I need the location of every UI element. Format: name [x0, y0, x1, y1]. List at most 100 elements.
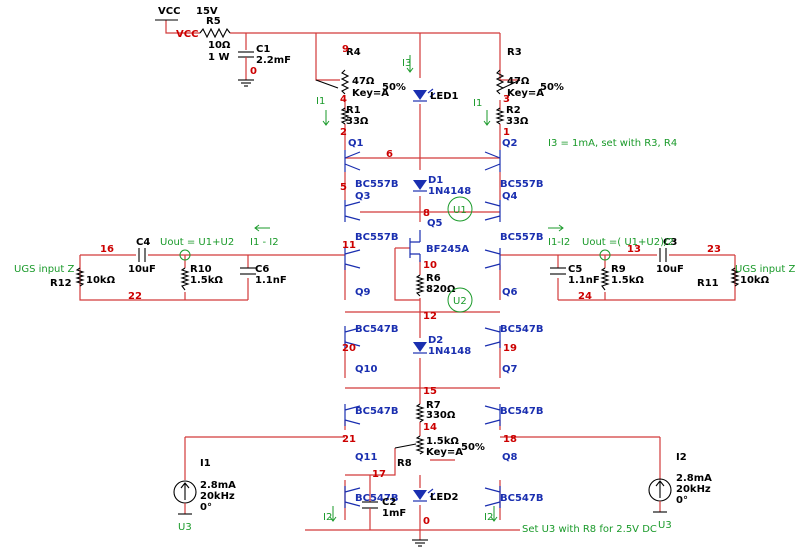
c2-value: 1mF: [382, 508, 406, 519]
potentiometer-r4: R4 47Ω Key=A 50%: [315, 47, 406, 99]
q5-name: Q5: [427, 218, 443, 229]
r2-name: R2: [506, 105, 521, 116]
node-3: 3: [503, 94, 510, 105]
c5-value: 1.1nF: [568, 275, 600, 286]
r8-pct: 50%: [461, 442, 485, 453]
r3-key: Key=A: [507, 88, 544, 99]
capacitor-c6: C6 1.1nF: [240, 264, 287, 286]
r7-value: 330Ω: [426, 410, 456, 421]
diode-d1: D1 1N4148: [413, 175, 471, 197]
r6-value: 820Ω: [426, 284, 456, 295]
note-ugs-left: UGS input Z: [14, 264, 74, 275]
c1-name: C1: [256, 44, 270, 55]
note-i2-right: I2: [484, 512, 493, 523]
node-4: 4: [340, 94, 347, 105]
annotations: I3 I1 I1 I3 = 1mA, set with R3, R4 U1 U2…: [14, 55, 795, 535]
r5-power: 1 W: [208, 52, 229, 63]
resistor-r12: 10kΩ R12: [50, 267, 116, 289]
r6-name: R6: [426, 273, 441, 284]
d2-value: 1N4148: [428, 346, 471, 357]
node-8: 8: [423, 208, 430, 219]
q1-name: Q1: [348, 138, 364, 149]
note-set-u3: Set U3 with R8 for 2.5V DC: [522, 524, 657, 535]
resistor-r6: R6 820Ω: [415, 273, 456, 297]
c3-name: C3: [663, 237, 677, 248]
resistor-r10: R10 1.5kΩ: [180, 264, 223, 291]
note-u2: U2: [453, 296, 467, 307]
resistor-r11: 10kΩ R11: [697, 267, 770, 289]
r10-name: R10: [190, 264, 212, 275]
note-i3: I3: [402, 58, 411, 69]
node-2: 2: [340, 127, 347, 138]
r7-name: R7: [426, 400, 441, 411]
c6-name: C6: [255, 264, 269, 275]
note-diff-right: I1-I2: [548, 237, 570, 248]
r5-name: R5: [206, 16, 221, 27]
q3-model: BC557B: [355, 232, 398, 243]
q9-name: Q9: [355, 287, 371, 298]
r3-pct: 50%: [540, 82, 564, 93]
diode-d2: D2 1N4148: [413, 335, 471, 357]
vcc-value: 15V: [196, 6, 218, 17]
resistor-r2: R2 33Ω: [495, 105, 529, 127]
node-0a: 0: [250, 66, 257, 77]
q8-model: BC547B: [500, 493, 543, 504]
r1-value: 33Ω: [346, 116, 369, 127]
q3-name: Q3: [355, 191, 371, 202]
r8-name: R8: [397, 458, 412, 469]
r9-name: R9: [611, 264, 626, 275]
c1-value: 2.2mF: [256, 55, 291, 66]
q8-name: Q8: [502, 452, 518, 463]
note-diff-left: I1 - I2: [250, 237, 279, 248]
r3-value: 47Ω: [507, 76, 530, 87]
i2-phase: 0°: [676, 495, 688, 506]
node-16: 16: [100, 244, 114, 255]
capacitor-c1: C1 2.2mF 0: [238, 44, 291, 87]
r12-value: 10kΩ: [86, 275, 116, 286]
q9-model: BC547B: [355, 324, 398, 335]
c6-value: 1.1nF: [255, 275, 287, 286]
r4-pct: 50%: [382, 82, 406, 93]
node-6: 6: [386, 149, 393, 160]
i1-ref: U3: [178, 522, 192, 533]
node-5: 5: [340, 182, 347, 193]
q7-name: Q7: [502, 364, 518, 375]
node-13: 13: [627, 244, 641, 255]
r8-key: Key=A: [426, 447, 463, 458]
q2-name: Q2: [502, 138, 518, 149]
q4-model: BC557B: [500, 232, 543, 243]
vcc-net-label: VCC: [176, 29, 198, 40]
i2-name: I2: [676, 452, 687, 463]
led-led1: LED1: [413, 88, 459, 102]
node-17: 17: [372, 469, 386, 480]
r3-name: R3: [507, 47, 522, 58]
i1-phase: 0°: [200, 502, 212, 513]
i1-freq: 20kHz: [200, 491, 235, 502]
c4-name: C4: [136, 237, 150, 248]
q10-model: BC547B: [355, 406, 398, 417]
q5-model: BF245A: [426, 244, 469, 255]
node-0b: 0: [423, 516, 430, 527]
c5-name: C5: [568, 264, 582, 275]
q11-model: BC547B: [355, 493, 398, 504]
resistor-r5: R5 10Ω 1 W: [199, 16, 231, 63]
wires: [79, 20, 736, 540]
node-24: 24: [578, 291, 592, 302]
q2-model: BC557B: [500, 179, 543, 190]
r4-value: 47Ω: [352, 76, 375, 87]
node-9: 9: [342, 44, 349, 55]
ground-symbol: [412, 539, 428, 547]
node-10: 10: [423, 260, 437, 271]
node-20: 20: [342, 343, 356, 354]
r8-value: 1.5kΩ: [426, 436, 459, 447]
c2-name: C2: [382, 497, 396, 508]
node-23: 23: [707, 244, 721, 255]
q6-model: BC547B: [500, 324, 543, 335]
led-led2: LED2: [413, 488, 459, 503]
note-uout-right: Uout =( U1+U2)/2: [582, 237, 674, 248]
d1-value: 1N4148: [428, 186, 471, 197]
current-source-i2: I2 2.8mA 20kHz 0° U3: [648, 452, 712, 531]
note-i1-left: I1: [316, 96, 325, 107]
node-12: 12: [423, 311, 437, 322]
vcc-label: VCC: [158, 6, 180, 17]
